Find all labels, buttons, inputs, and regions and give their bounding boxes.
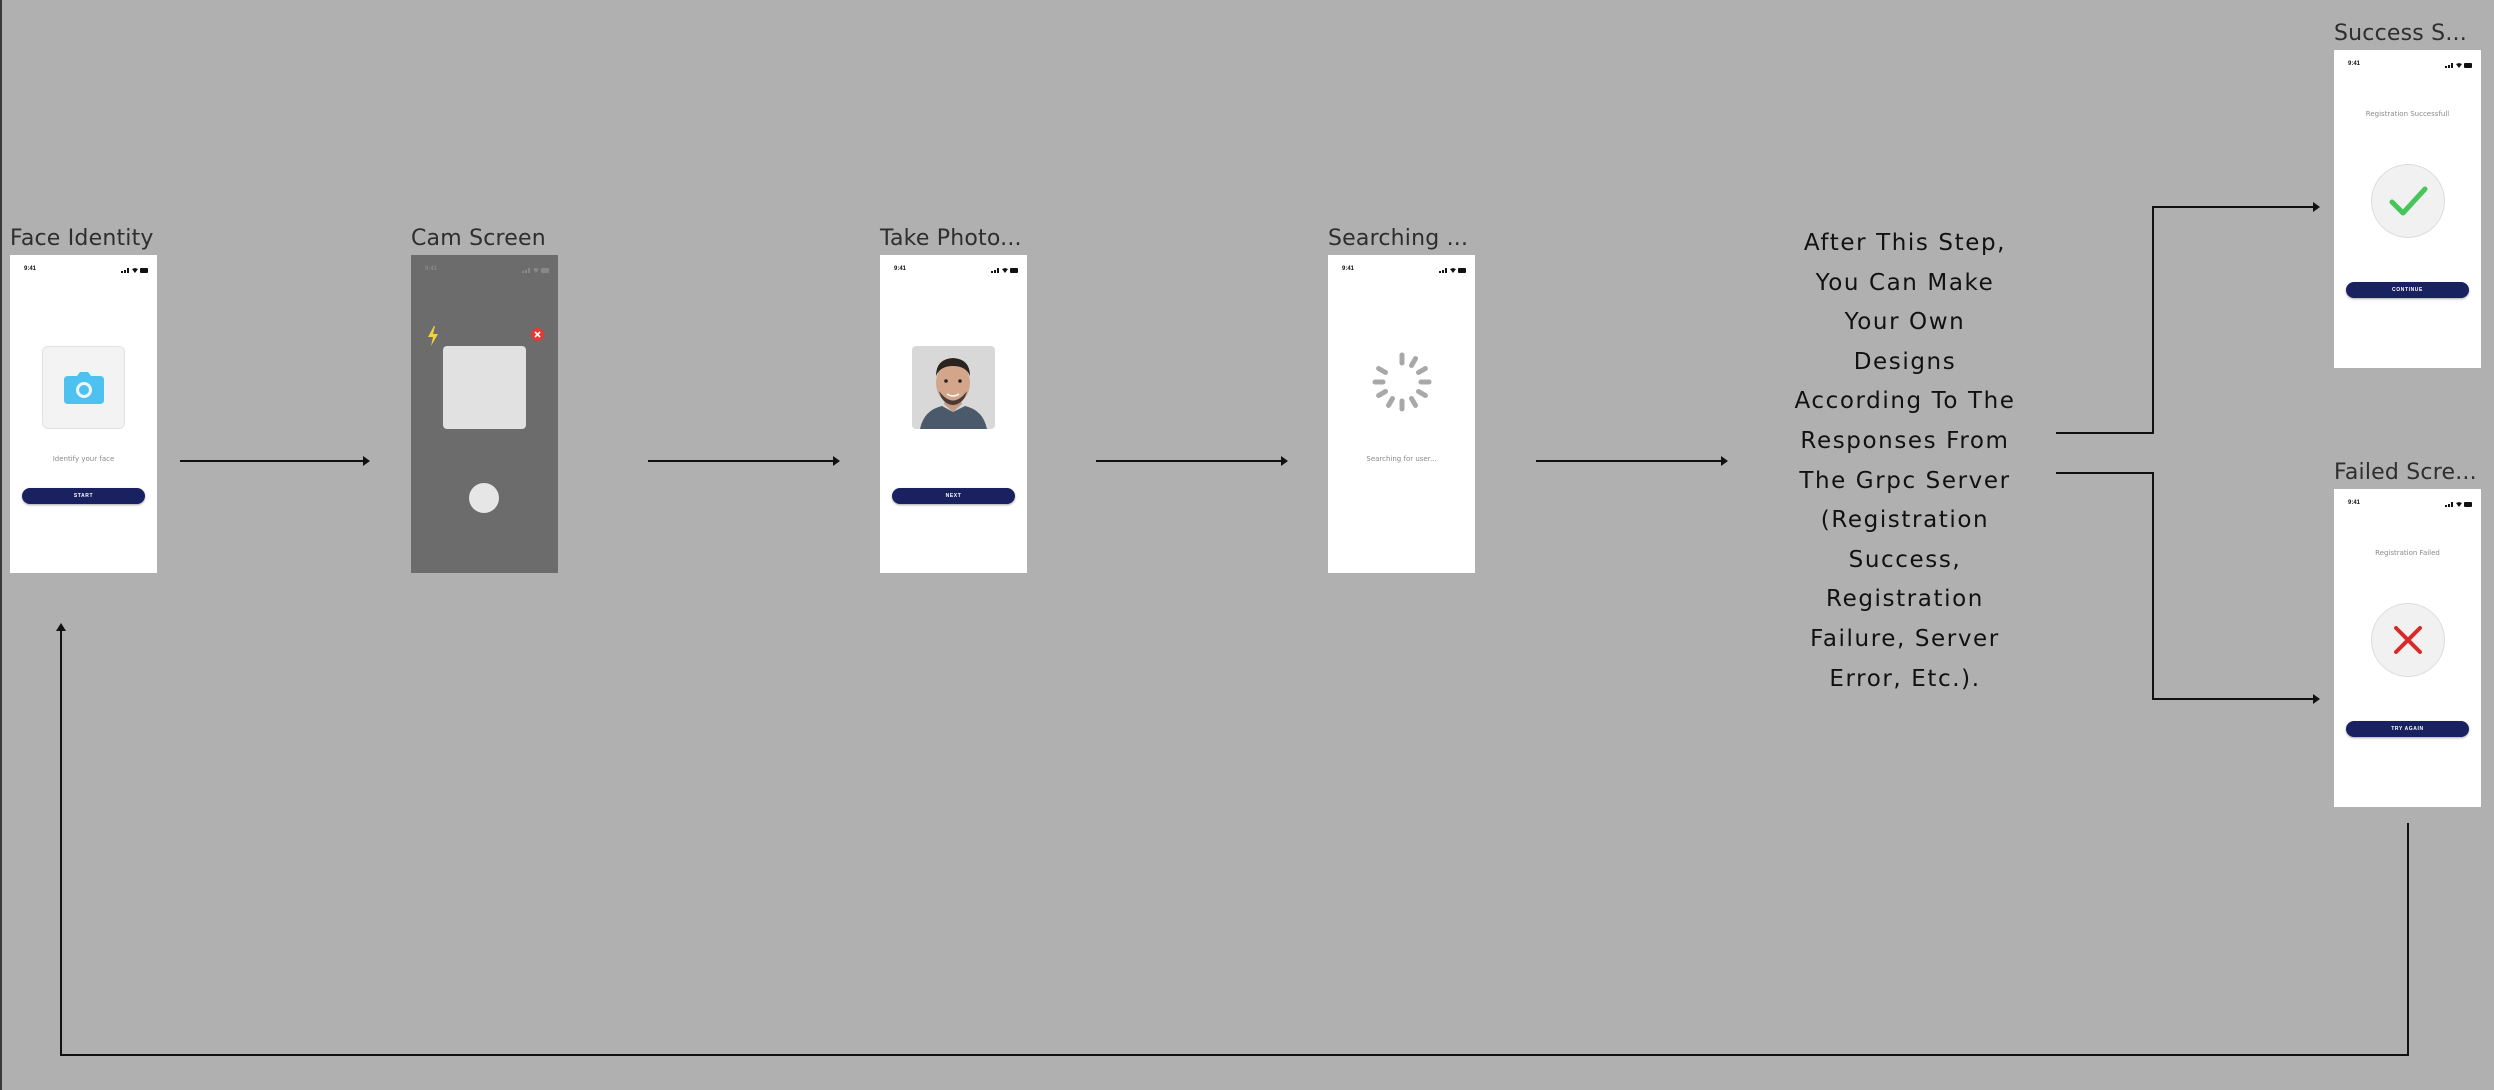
connector-success-v [2152,206,2154,434]
status-icons [1439,267,1467,273]
status-bar: 9:41 [1328,255,1475,277]
status-bar: 9:41 [2334,50,2481,72]
searching-status-text: Searching for user... [1366,455,1437,463]
connector-retry-v2 [60,630,62,1056]
status-icons [522,267,550,273]
connector-arrow-to-failed [2152,694,2320,704]
shutter-button[interactable] [469,483,499,513]
frame-success[interactable]: 9:41 Registration Successfull CONTINUE [2334,50,2481,368]
status-time: 9:41 [894,266,907,272]
registration-success-text: Registration Successfull [2365,110,2450,118]
connector-retry-v1 [2407,823,2409,1056]
registration-failed-text: Registration Failed [2375,549,2440,557]
connector-arrow-retry-to-face [56,623,66,631]
status-icons [2445,501,2473,507]
frame-title-take-photo[interactable]: Take Photo... [880,226,1022,251]
frame-title-failed[interactable]: Failed Scre... [2334,460,2477,485]
frame-searching[interactable]: 9:41 Searching for user... [1328,255,1475,573]
x-icon [2372,604,2444,676]
flash-icon[interactable] [427,326,439,346]
camera-viewfinder [443,346,526,429]
identify-face-text: Identify your face [52,455,115,463]
frame-face-identity[interactable]: 9:41 Identify your face START [10,255,157,573]
status-time: 9:41 [2348,500,2361,506]
connector-failed-h1 [2056,472,2154,474]
status-bar: 9:41 [880,255,1027,277]
connector-arrow-to-success [2152,202,2320,212]
canvas-left-border [0,0,2,1090]
camera-icon-tile[interactable] [42,346,125,429]
next-button[interactable]: NEXT [892,488,1015,504]
try-again-button[interactable]: TRY AGAIN [2346,721,2469,737]
status-bar: 9:41 [2334,489,2481,511]
status-icons [991,267,1019,273]
status-time: 9:41 [24,266,37,272]
frame-title-face-identity[interactable]: Face Identity [10,226,154,251]
camera-icon [64,372,104,404]
connector-arrow-search-to-note [1536,456,1728,466]
frame-title-searching[interactable]: Searching ... [1328,226,1469,251]
status-time: 9:41 [2348,61,2361,67]
status-bar: 9:41 [10,255,157,277]
flow-note-text: After This Step, You Can Make Your Own D… [1794,230,2016,692]
captured-photo [912,346,995,429]
close-icon[interactable] [531,328,544,341]
status-icons [2445,62,2473,68]
spinner-icon [1372,352,1432,412]
status-bar: 9:41 [411,255,558,277]
connector-arrow-cam-to-photo [648,456,840,466]
status-time: 9:41 [425,266,438,272]
connector-failed-v [2152,472,2154,700]
frame-cam-screen[interactable]: 9:41 [411,255,558,573]
frame-failed[interactable]: 9:41 Registration Failed TRY AGAIN [2334,489,2481,807]
frame-title-cam-screen[interactable]: Cam Screen [411,226,546,251]
frame-take-photo[interactable]: 9:41 NEXT [880,255,1027,573]
start-button[interactable]: START [22,488,145,504]
frame-title-success[interactable]: Success S... [2334,21,2467,46]
connector-retry-h [60,1054,2409,1056]
status-icons [121,267,149,273]
connector-arrow-photo-to-search [1096,456,1288,466]
continue-button[interactable]: CONTINUE [2346,282,2469,298]
status-time: 9:41 [1342,266,1355,272]
connector-arrow-face-to-cam [180,456,370,466]
connector-success-h1 [2056,432,2154,434]
check-icon [2372,165,2444,237]
